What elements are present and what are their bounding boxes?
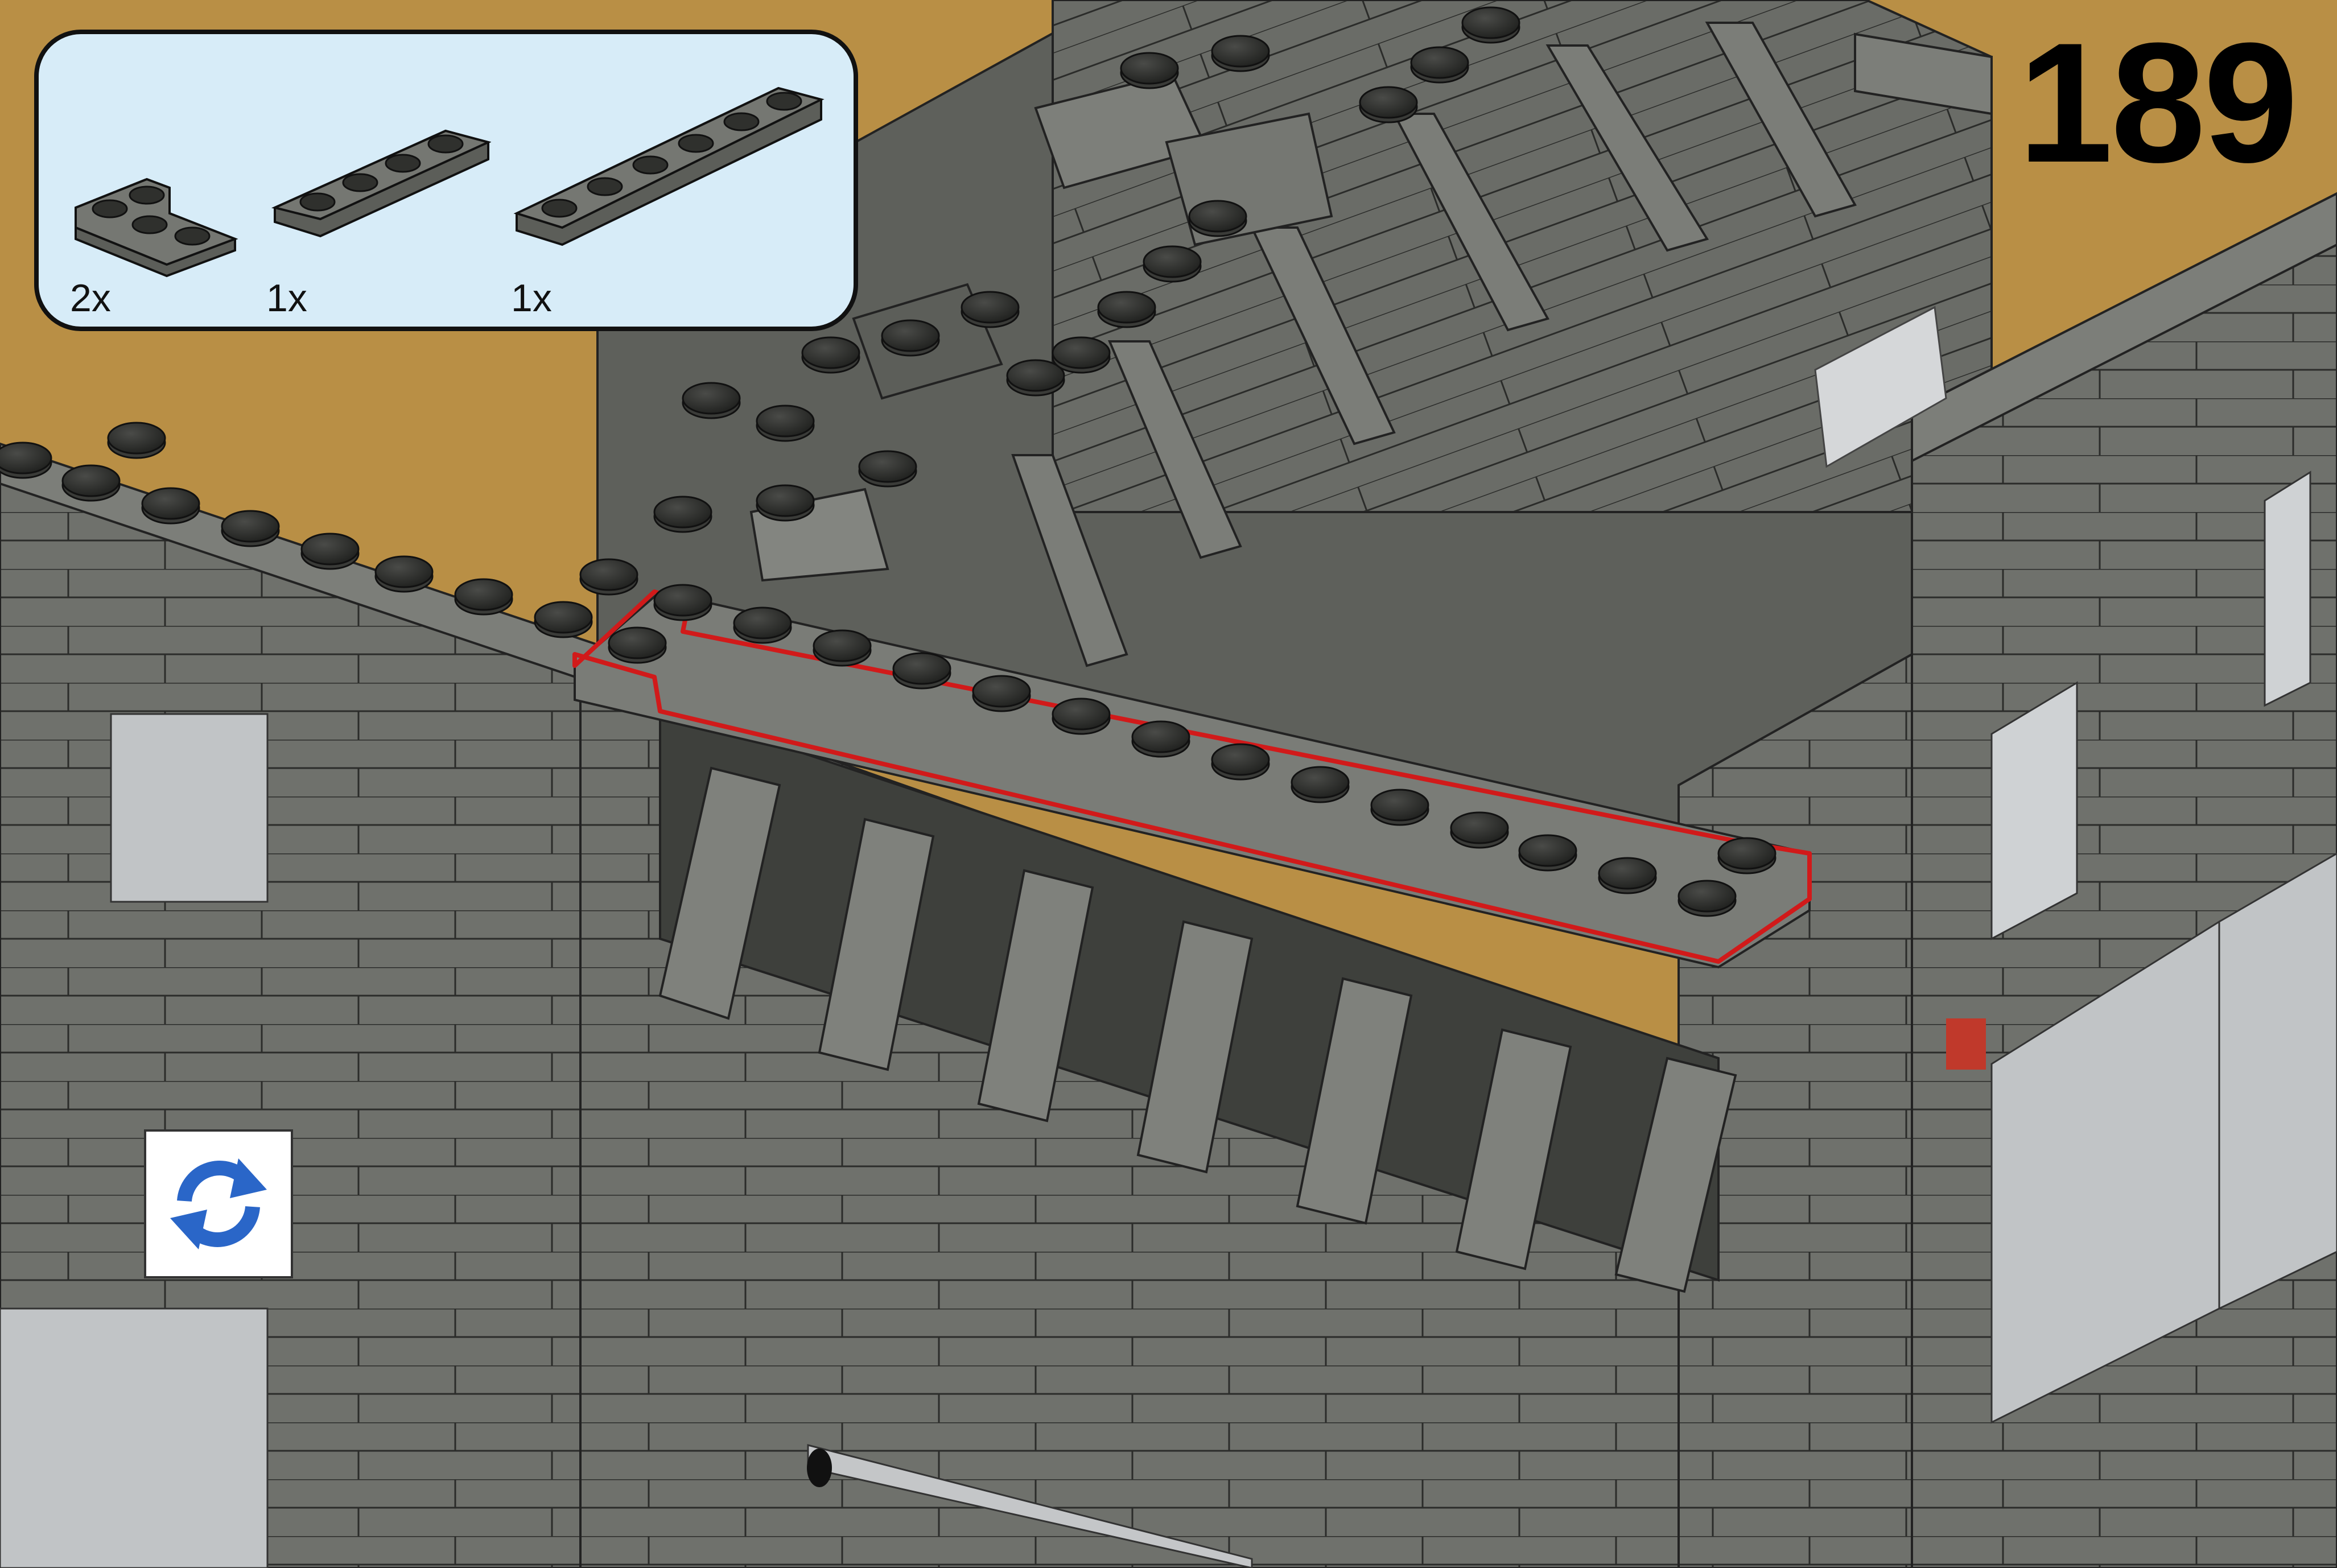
- part-quantity: 1x: [266, 276, 307, 320]
- part-plate-1x4-icon: [269, 108, 491, 239]
- part-plate-1x6-icon: [511, 68, 827, 250]
- parts-callout: 2x 1x 1x: [34, 30, 858, 331]
- rotate-model-button[interactable]: [144, 1129, 293, 1278]
- part-quantity: 1x: [511, 276, 552, 320]
- step-number: 189: [2018, 17, 2296, 188]
- rotate-arrows-icon: [162, 1147, 275, 1261]
- part-plate-2x2-corner-icon: [70, 145, 241, 282]
- part-quantity: 2x: [70, 276, 111, 320]
